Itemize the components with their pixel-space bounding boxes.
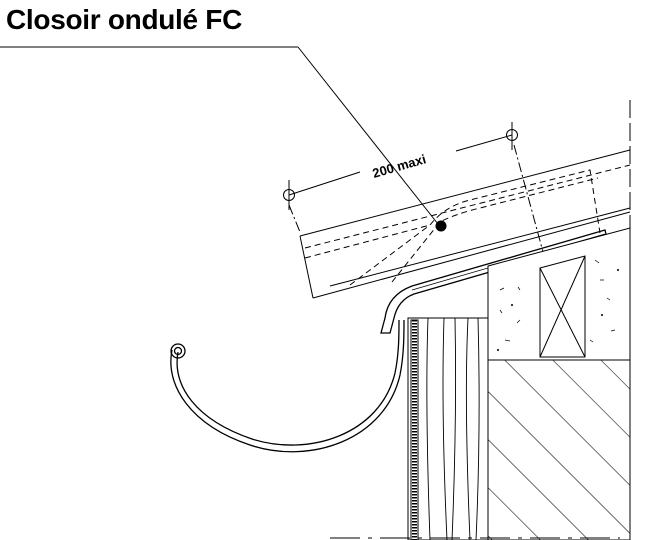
fixing-strip [410, 319, 419, 540]
wall-face-line [330, 100, 631, 540]
fascia-board [407, 317, 489, 540]
leader-dot [435, 220, 447, 232]
timber-plate [539, 255, 586, 358]
corrugated-closure [304, 169, 601, 286]
title-leader [0, 46, 439, 225]
drawing-title: Closoir ondulé FC [6, 4, 243, 35]
roof-sheet [299, 149, 631, 299]
hatched-wall [487, 266, 631, 540]
half-round-gutter [170, 319, 405, 453]
dimension-200 [283, 122, 553, 286]
dimension-label: 200 maxi [371, 151, 428, 181]
